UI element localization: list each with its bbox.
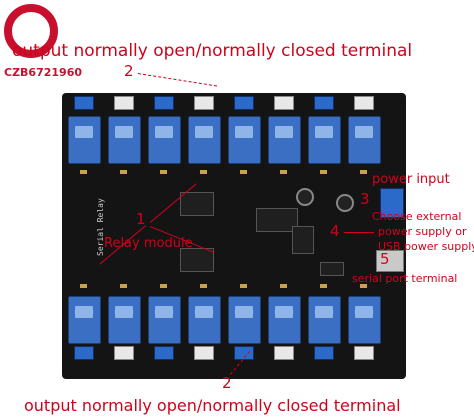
supply-caption-line2: power supply or [378,225,467,238]
status-led [200,284,207,288]
top-terminal-block [114,96,134,110]
status-led [240,170,247,174]
relay-top-8 [348,116,381,164]
bottom-terminal-block [234,346,254,360]
bottom-terminal-block [154,346,174,360]
relay-top-4 [188,116,221,164]
status-led [320,284,327,288]
status-led [120,284,127,288]
brand-id: CZB6721960 [4,66,83,79]
controller-chip [256,208,298,232]
relay-bottom-2 [108,296,141,344]
capacitor-icon [296,188,314,206]
top-terminal-block [74,96,94,110]
serial-port-caption: serial port terminal [352,272,458,285]
bottom-terminal-block [274,346,294,360]
top-terminal-block [274,96,294,110]
relay-top-3 [148,116,181,164]
brand-logo-icon [4,4,58,58]
supply-pointer [344,232,374,233]
status-led [240,284,247,288]
top-terminal-block [154,96,174,110]
relay-bottom-5 [228,296,261,344]
bottom-terminal-block [314,346,334,360]
relay-bottom-6 [268,296,301,344]
relay-bottom-8 [348,296,381,344]
relay-bottom-4 [188,296,221,344]
status-led [80,170,87,174]
marker-5: 5 [380,250,390,268]
relay-top-6 [268,116,301,164]
power-input-caption: power input [372,172,450,187]
status-led [160,170,167,174]
relay-top-7 [308,116,341,164]
top-terminal-block [354,96,374,110]
status-led [80,284,87,288]
capacitor-icon [336,194,354,212]
bottom-terminal-block [114,346,134,360]
status-led [280,284,287,288]
bottom-terminal-block [74,346,94,360]
status-led [360,284,367,288]
supply-caption-line3: USB power supply [378,240,474,253]
bottom-terminal-block [194,346,214,360]
crystal-oscillator [320,262,344,276]
marker-2-top: 2 [124,62,134,80]
relay-top-2 [108,116,141,164]
regulator-chip [292,226,314,254]
usb-port [376,250,404,272]
relay-bottom-1 [68,296,101,344]
marker-1: 1 [136,210,146,228]
relay-bottom-7 [308,296,341,344]
relay-bottom-3 [148,296,181,344]
shift-register-chip [180,192,214,216]
top-pointer-line [137,73,218,87]
top-terminal-block [194,96,214,110]
relay-top-1 [68,116,101,164]
status-led [160,284,167,288]
marker-4: 4 [330,222,340,240]
bottom-terminal-block [354,346,374,360]
marker-3: 3 [360,190,370,208]
top-terminal-caption: output normally open/normally closed ter… [12,41,413,61]
status-led [320,170,327,174]
marker-2-bottom: 2 [222,374,232,392]
status-led [280,170,287,174]
power-terminal-block [380,188,404,218]
bottom-terminal-caption: output normally open/normally closed ter… [24,396,401,415]
status-led [200,170,207,174]
supply-caption-line1: Choose external [372,210,462,223]
top-terminal-block [234,96,254,110]
status-led [120,170,127,174]
relay-top-5 [228,116,261,164]
top-terminal-block [314,96,334,110]
status-led [360,170,367,174]
driver-chip [180,248,214,272]
